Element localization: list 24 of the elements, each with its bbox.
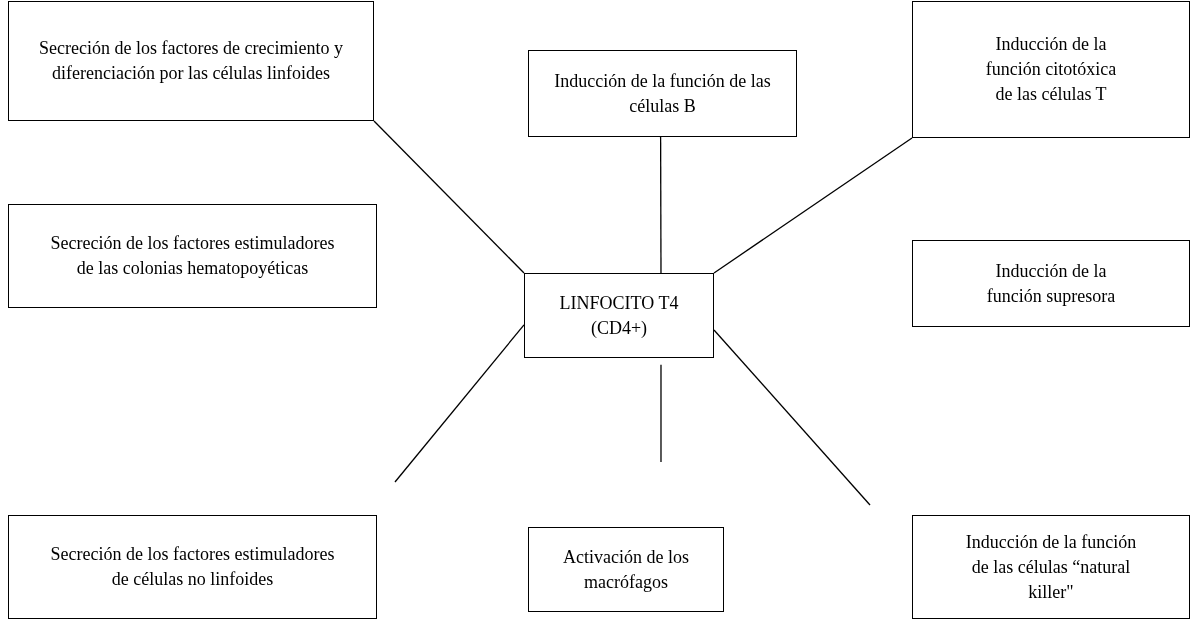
connector-line [659,136,662,274]
connector-line [660,364,662,463]
function-box [912,1,1190,138]
connector-line [373,120,525,274]
box-label: Secreción de los factores estimuladores de células no linfoides [49,543,336,591]
function-box [8,515,377,619]
box-label: LINFOCITO T4 (CD4+) [558,291,680,340]
central-box [524,273,714,358]
box-label: Activación de los macrófagos [562,545,690,594]
box-label: Inducción de la función supresora [985,259,1117,308]
box-label: Inducción de la función citotóxica de las células T [984,33,1118,106]
box-label: Secreción de los factores estimuladores de las colonias hematopoyéticas [49,232,336,280]
function-box [8,204,377,308]
connector-line [713,137,913,274]
box-label: Inducción de la función de las células B [553,69,772,118]
box-label: Inducción de la función de las células “natural killer" [964,530,1138,604]
connector-line [713,329,871,506]
function-box [528,527,724,612]
function-box [8,1,374,121]
function-box [912,515,1190,619]
function-box [528,50,797,137]
box-label: Secreción de los factores de crecimiento y diferenciación por las células linfoides [38,37,344,85]
connector-line [394,324,525,483]
function-box [912,240,1190,327]
